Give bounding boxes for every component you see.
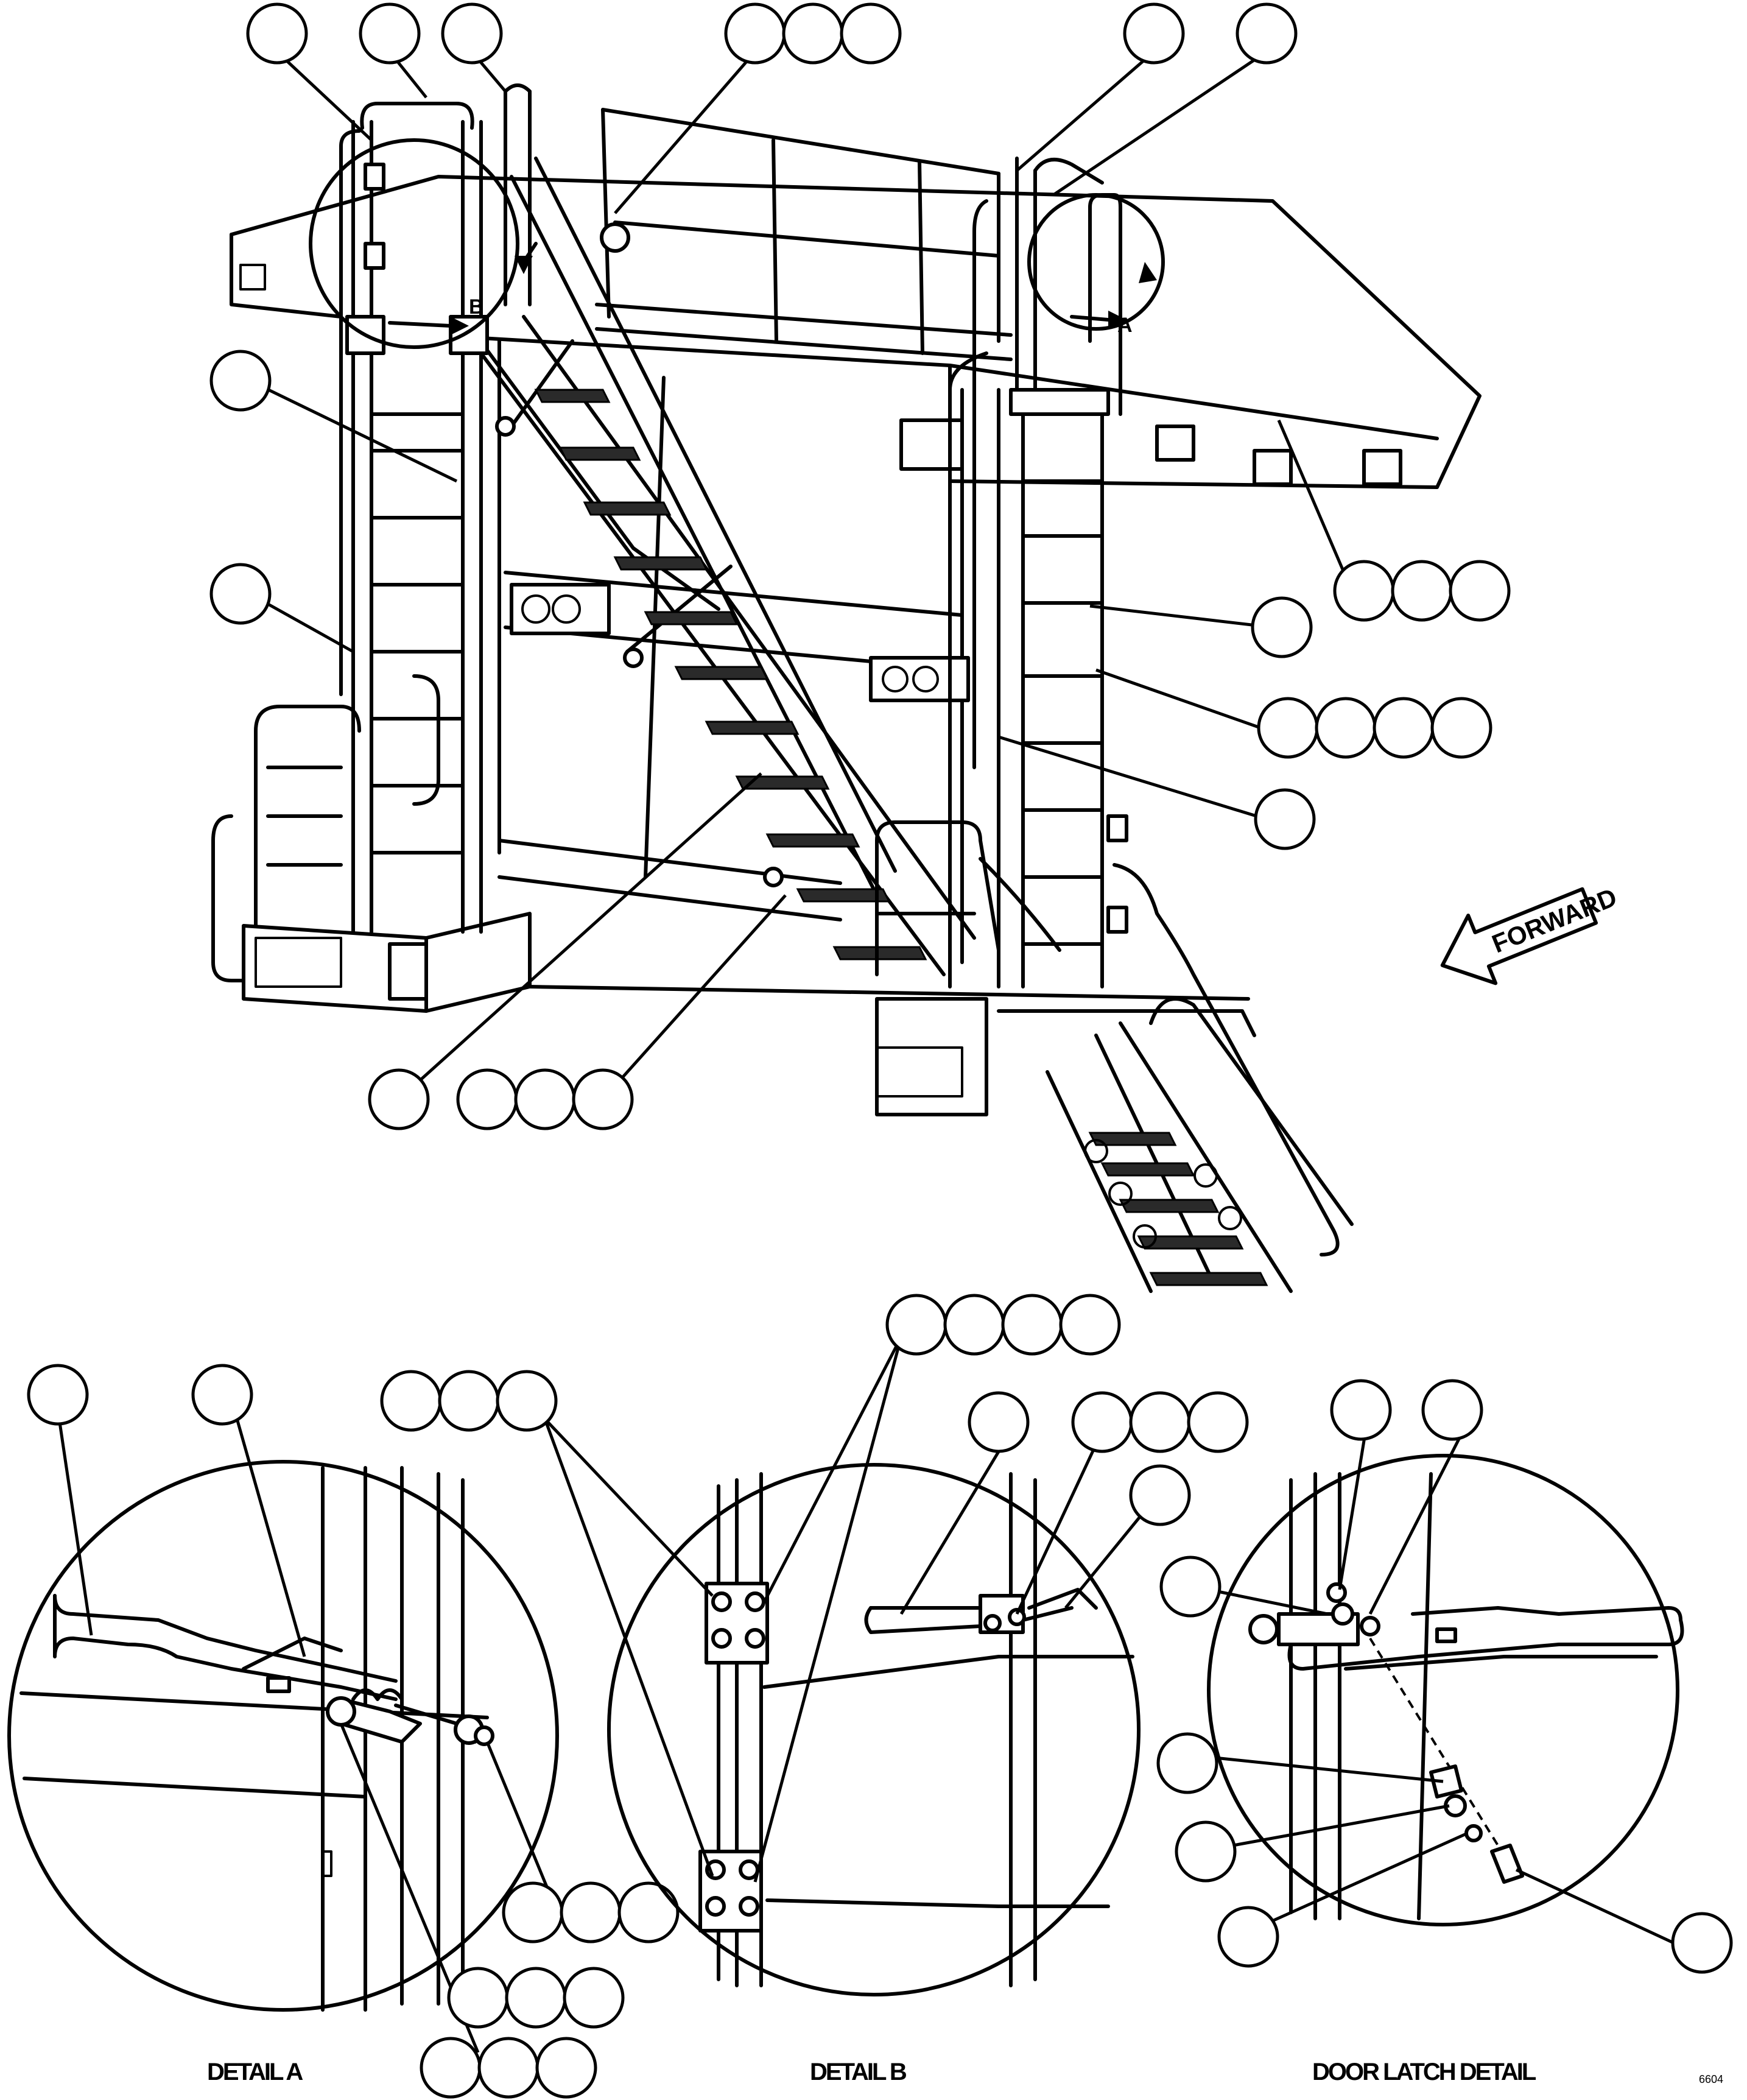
- callout-bubble: [840, 2, 902, 65]
- detail-b-caption: DETAIL B: [810, 2059, 907, 2085]
- main-assembly: B A FORWARD: [209, 2, 1621, 1293]
- callout-bubble: [1129, 1464, 1191, 1526]
- callout-bubble: [514, 1068, 576, 1130]
- callout-bubble: [1315, 697, 1377, 759]
- callout-bubble: [1156, 1732, 1218, 1794]
- callout-bubble: [359, 2, 421, 65]
- left-vertical-ladder: [211, 83, 532, 1013]
- callout-bubble: [1449, 560, 1511, 622]
- callout-bubble: [438, 1370, 500, 1432]
- view-a-letter: A: [1117, 314, 1133, 337]
- door-latch-detail-caption: DOOR LATCH DETAIL: [1312, 2059, 1536, 2085]
- callout-bubble: [420, 2037, 482, 2099]
- view-b-indicator: B: [309, 138, 538, 349]
- callout-bubble: [1333, 560, 1395, 622]
- callout-bubble: [1175, 1820, 1237, 1883]
- callout-bubble: [724, 2, 786, 65]
- door-latch-detail: DOOR LATCH DETAIL: [1156, 1379, 1733, 2085]
- detail-b-contents: [698, 1472, 1134, 1987]
- callout-bubble: [477, 2037, 540, 2099]
- top-platform-handrail: [595, 108, 1013, 361]
- callout-bubble: [505, 1967, 567, 2029]
- callout-bubble: [535, 2037, 597, 2099]
- callout-bubble: [572, 1068, 634, 1130]
- callout-bubble: [1391, 560, 1453, 622]
- callout-bubble: [1001, 1294, 1063, 1356]
- figure-id: 6604: [1699, 2073, 1723, 2085]
- callout-bubble: [1187, 1391, 1249, 1453]
- detail-b: DETAIL B: [380, 1294, 1249, 2085]
- callout-bubble: [380, 1370, 442, 1432]
- callout-bubble: [1059, 1294, 1121, 1356]
- callout-bubble: [1123, 2, 1185, 65]
- callout-bubble: [1251, 596, 1313, 658]
- callout-bubble: [560, 1881, 622, 1943]
- callout-bubble: [441, 2, 503, 65]
- view-b-letter: B: [469, 295, 484, 319]
- callout-bubble: [496, 1370, 558, 1432]
- callout-bubble: [191, 1364, 253, 1426]
- callout-bubble: [502, 1881, 564, 1943]
- callout-bubble: [368, 1068, 430, 1130]
- detail-a: DETAIL A: [7, 1364, 680, 2099]
- callout-bubble: [617, 1881, 680, 1943]
- callout-bubble: [1236, 2, 1298, 65]
- callout-bubble: [1330, 1379, 1392, 1441]
- callout-bubble: [1159, 1556, 1221, 1618]
- callout-bubble: [1421, 1379, 1483, 1441]
- callout-bubble: [1373, 697, 1435, 759]
- callout-bubble: [885, 1294, 947, 1356]
- callout-bubble: [246, 2, 308, 65]
- detail-a-contents: [19, 1466, 494, 2012]
- main-inclined-stair: [479, 157, 976, 976]
- callout-bubble: [968, 1391, 1030, 1453]
- callout-bubble: [447, 1967, 509, 2029]
- callout-bubble: [209, 350, 272, 412]
- callout-bubble: [209, 563, 272, 625]
- callout-bubble: [27, 1364, 89, 1426]
- callout-bubble: [943, 1294, 1005, 1356]
- lower-right-stair: [875, 820, 1354, 1293]
- callout-bubble: [563, 1967, 625, 2029]
- forward-arrow: FORWARD: [1440, 883, 1621, 985]
- callout-bubble: [1217, 1906, 1279, 1968]
- door-latch-contents: [1248, 1472, 1684, 1920]
- detail-a-caption: DETAIL A: [207, 2059, 303, 2085]
- machine-frame: [230, 175, 1482, 1001]
- main-callouts: [209, 2, 1511, 1130]
- right-vertical-ladder: [948, 157, 1128, 988]
- callout-bubble: [1254, 788, 1316, 850]
- callout-bubble: [456, 1068, 518, 1130]
- view-a-indicator: A: [1027, 193, 1165, 337]
- callout-bubble: [1071, 1391, 1133, 1453]
- callout-bubble: [1257, 697, 1319, 759]
- callout-bubble: [782, 2, 844, 65]
- callout-bubble: [1430, 697, 1492, 759]
- callout-bubble: [1671, 1912, 1733, 1974]
- callout-bubble: [1129, 1391, 1191, 1453]
